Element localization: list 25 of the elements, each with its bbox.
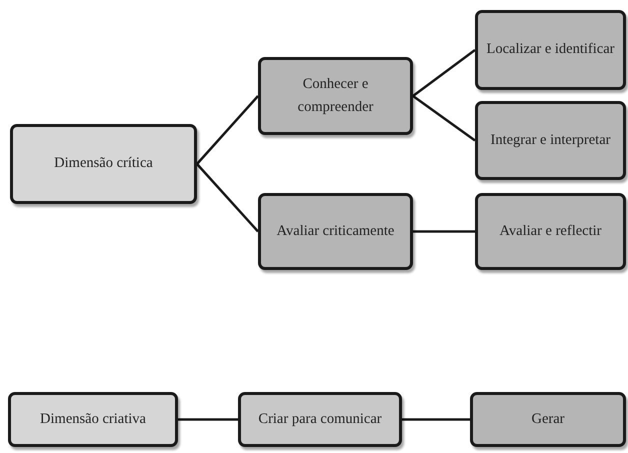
node-label: Gerar [531,410,564,429]
node-label: Criar para comunicar [258,410,382,429]
process-box [258,193,413,270]
process-box [470,392,626,447]
node-label: Avaliar criticamente [276,222,394,241]
process-box [10,124,197,204]
process-box [475,10,626,90]
connector-line [412,49,476,97]
process-box [475,193,626,270]
node-label: Dimensão crítica [54,154,153,174]
process-box [258,57,413,135]
node-label: Avaliar e reflectir [500,222,602,241]
node-label: Conhecer e compreender [296,74,374,117]
connector-line [413,230,475,233]
connector-line [196,163,259,232]
connector-line [178,418,238,421]
node-label: Dimensão criativa [40,410,146,429]
node-label: Integrar e interpretar [490,130,610,150]
connector-line [412,94,476,142]
node-label: Localizar e identificar [486,40,614,60]
process-box [238,392,402,447]
process-box [475,101,626,180]
connector-line [402,418,470,421]
connector-line [196,95,259,165]
process-box [8,392,178,447]
